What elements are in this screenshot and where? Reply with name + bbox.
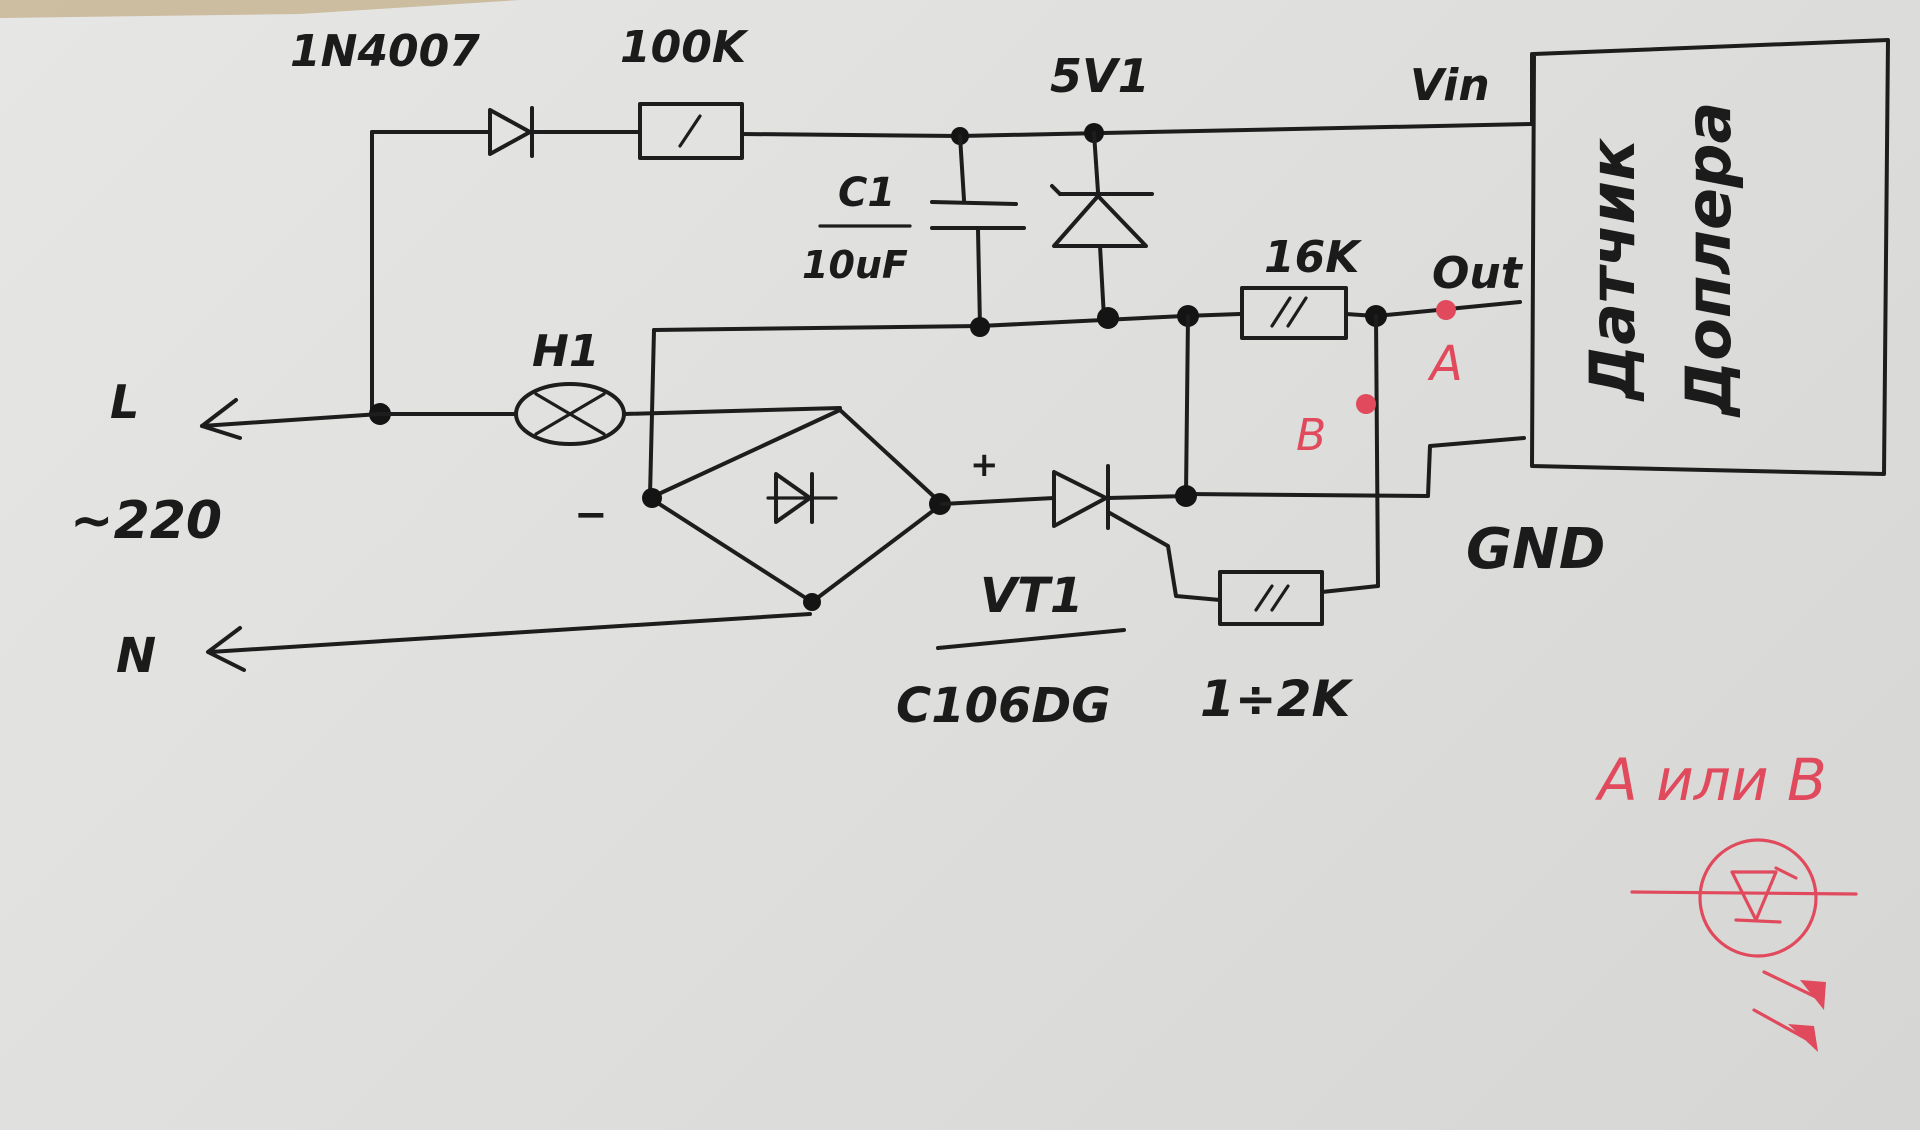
- resistor-100k-label: 100K: [620, 22, 749, 73]
- point-a-marker: [1436, 300, 1456, 320]
- diode-bridge-symbol: [648, 408, 944, 604]
- vin-label: Vin: [1410, 60, 1490, 111]
- resistor-16k-symbol: [1240, 286, 1348, 340]
- bridge-minus-label: −: [574, 492, 608, 538]
- line-l-wire: [200, 398, 842, 440]
- doppler-sensor-box: [1530, 38, 1890, 476]
- cathode-link-wire: [1184, 314, 1190, 496]
- gnd-wire: [1184, 436, 1526, 498]
- top-rail-wire: [370, 122, 1534, 416]
- resistor-gate-symbol: [1218, 570, 1380, 626]
- a-or-b-label: A или B: [1594, 746, 1827, 814]
- line-l-label: L: [110, 375, 139, 429]
- resistor-16k-label: 16K: [1264, 232, 1362, 283]
- point-a-label: A: [1427, 336, 1463, 392]
- sensor-name-line2-group: Доплера: [1672, 102, 1745, 418]
- thyristor-vt1-label: VT1: [980, 568, 1083, 624]
- capacitor-c1-symbol: [930, 134, 1026, 328]
- junction-dot: [970, 317, 990, 337]
- thyristor-part-label: C106DG: [896, 678, 1111, 734]
- sensor-name-line1: Датчик: [1576, 137, 1649, 402]
- lamp-h1-label: H1: [532, 326, 599, 377]
- capacitor-c1-name: C1: [838, 170, 895, 216]
- sensor-name-line1-group: Датчик: [1576, 137, 1649, 402]
- sensor-name-line2: Доплера: [1672, 102, 1745, 418]
- diode-1n4007-label: 1N4007: [290, 26, 480, 77]
- table-edge: [0, 0, 520, 18]
- zener-5v1-symbol: [1050, 131, 1154, 320]
- out-label: Out: [1432, 248, 1524, 299]
- zener-5v1-label: 5V1: [1050, 49, 1150, 103]
- light-arrows-icon: [1752, 970, 1826, 1052]
- neutral-n-label: N: [116, 628, 156, 684]
- gate-feed-wire: [1374, 314, 1380, 588]
- capacitor-c1-value: 10uF: [802, 243, 908, 287]
- led-symbol: [1630, 838, 1858, 958]
- point-b-label: B: [1296, 410, 1326, 461]
- vt1-label-divider: [936, 628, 1126, 650]
- junction-dot: [1097, 307, 1119, 329]
- resistor-gate-label: 1÷2K: [1200, 670, 1353, 728]
- bridge-plus-label: +: [970, 445, 999, 485]
- neutral-n-wire: [206, 612, 812, 672]
- middle-rail-wire: [648, 300, 1522, 498]
- junction-dot: [1175, 485, 1197, 507]
- gnd-label: GND: [1466, 517, 1605, 582]
- resistor-100k-symbol: [638, 102, 744, 160]
- bridge-ac-node: [803, 593, 821, 611]
- point-b-marker: [1356, 394, 1376, 414]
- diode-1n4007-symbol: [488, 106, 534, 158]
- lamp-h1-symbol: [514, 382, 626, 446]
- bridge-minus-node: [642, 488, 662, 508]
- mains-220-label: ~220: [70, 491, 222, 551]
- thyristor-vt1-symbol: [940, 464, 1222, 602]
